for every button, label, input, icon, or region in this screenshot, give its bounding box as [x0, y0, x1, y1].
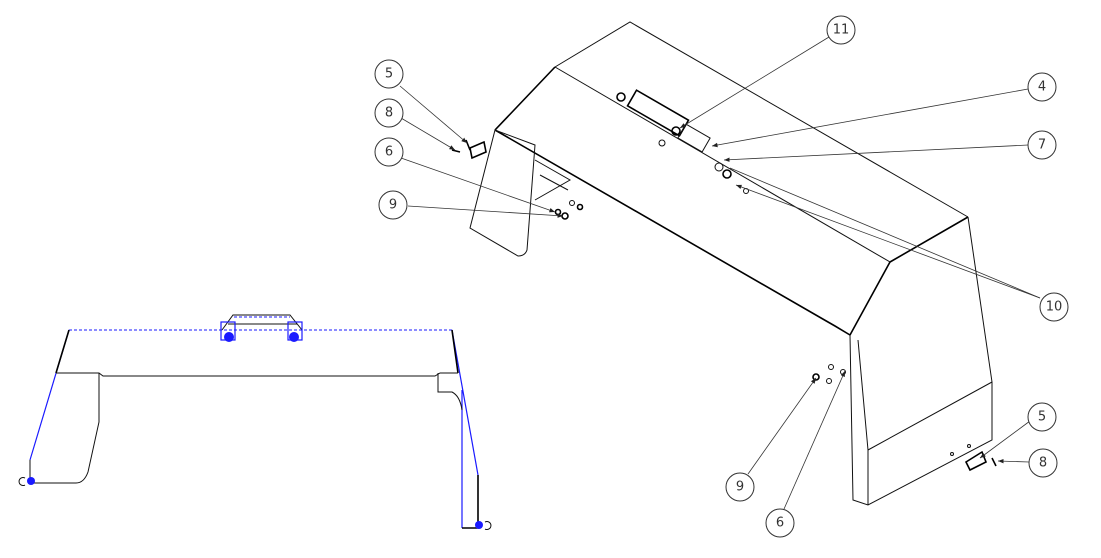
svg-text:10: 10: [1046, 300, 1063, 315]
svg-text:8: 8: [1039, 456, 1047, 471]
balloon-7: 7: [1027, 130, 1057, 160]
svg-text:4: 4: [1038, 80, 1046, 95]
svg-text:9: 9: [389, 198, 397, 213]
balloon-8: 8: [374, 98, 404, 128]
svg-text:9: 9: [736, 480, 744, 495]
balloon-9: 9: [378, 190, 408, 220]
isometric-view: [451, 21, 997, 506]
svg-text:6: 6: [776, 516, 784, 531]
front-view: [18, 314, 492, 530]
svg-text:6: 6: [385, 145, 393, 160]
balloon-6: 6: [765, 508, 795, 538]
balloon-11: 11: [826, 15, 856, 45]
balloon-9: 9: [725, 472, 755, 502]
svg-text:7: 7: [1038, 138, 1046, 153]
svg-text:5: 5: [1038, 410, 1046, 425]
balloon-6: 6: [374, 137, 404, 167]
balloon-5: 5: [1027, 402, 1057, 432]
fastener-icon: [224, 332, 234, 342]
balloon-8: 8: [1028, 448, 1058, 478]
svg-text:8: 8: [385, 106, 393, 121]
balloon-5: 5: [374, 59, 404, 89]
fastener-icon: [289, 332, 299, 342]
leader-lines: [399, 36, 1041, 510]
svg-text:11: 11: [833, 23, 850, 38]
balloon-10: 10: [1039, 292, 1069, 322]
svg-text:5: 5: [385, 67, 393, 82]
balloon-4: 4: [1027, 72, 1057, 102]
